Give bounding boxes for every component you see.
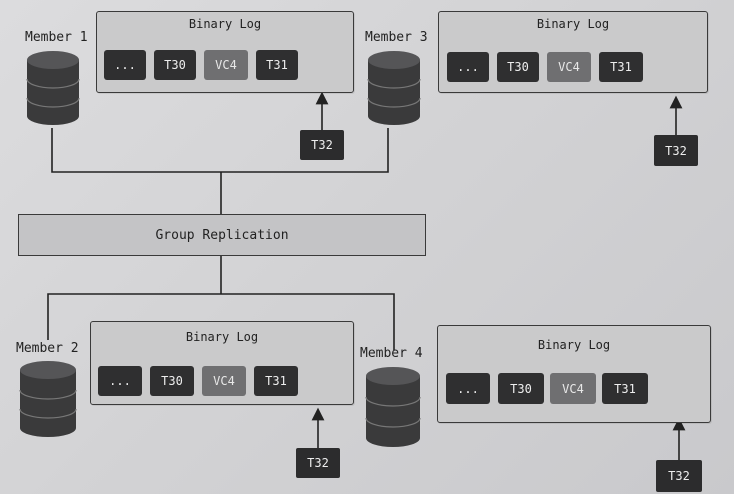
member-2-label: Member 2 bbox=[16, 341, 79, 356]
binary-log-panel: Binary Log ... T30 VC4 T31 bbox=[96, 11, 354, 93]
member-1-label: Member 1 bbox=[25, 30, 88, 45]
group-replication-label: Group Replication bbox=[155, 227, 289, 243]
log-entry: VC4 bbox=[202, 366, 246, 396]
group-replication-bar: Group Replication bbox=[18, 214, 426, 256]
database-icon bbox=[367, 51, 421, 125]
log-entry: VC4 bbox=[547, 52, 591, 82]
binary-log-panel: Binary Log ... T30 VC4 T31 bbox=[438, 11, 708, 93]
binary-log-title: Binary Log bbox=[185, 330, 259, 344]
log-entry: ... bbox=[98, 366, 142, 396]
log-entry: T31 bbox=[254, 366, 298, 396]
log-entry: ... bbox=[447, 52, 489, 82]
database-icon bbox=[26, 51, 80, 125]
incoming-transaction: T32 bbox=[300, 130, 344, 160]
log-entry: T31 bbox=[256, 50, 298, 80]
log-entry: T30 bbox=[497, 52, 539, 82]
log-entry: VC4 bbox=[204, 50, 248, 80]
database-icon bbox=[365, 367, 421, 447]
member-3-label: Member 3 bbox=[365, 30, 428, 45]
binary-log-panel: Binary Log ... T30 VC4 T31 bbox=[437, 325, 711, 423]
log-entry: ... bbox=[446, 373, 490, 404]
incoming-transaction: T32 bbox=[296, 448, 340, 478]
log-entry: T30 bbox=[498, 373, 544, 404]
member-4-label: Member 4 bbox=[360, 346, 423, 361]
log-entry: T31 bbox=[602, 373, 648, 404]
binary-log-panel: Binary Log ... T30 VC4 T31 bbox=[90, 321, 354, 405]
log-entry: T30 bbox=[150, 366, 194, 396]
log-entry: VC4 bbox=[550, 373, 596, 404]
log-entry: T30 bbox=[154, 50, 196, 80]
incoming-transaction: T32 bbox=[656, 460, 702, 492]
binary-log-title: Binary Log bbox=[537, 338, 611, 352]
database-icon bbox=[19, 361, 77, 437]
incoming-transaction: T32 bbox=[654, 135, 698, 166]
log-entry: ... bbox=[104, 50, 146, 80]
binary-log-title: Binary Log bbox=[188, 17, 262, 31]
log-entry: T31 bbox=[599, 52, 643, 82]
binary-log-title: Binary Log bbox=[536, 17, 610, 31]
